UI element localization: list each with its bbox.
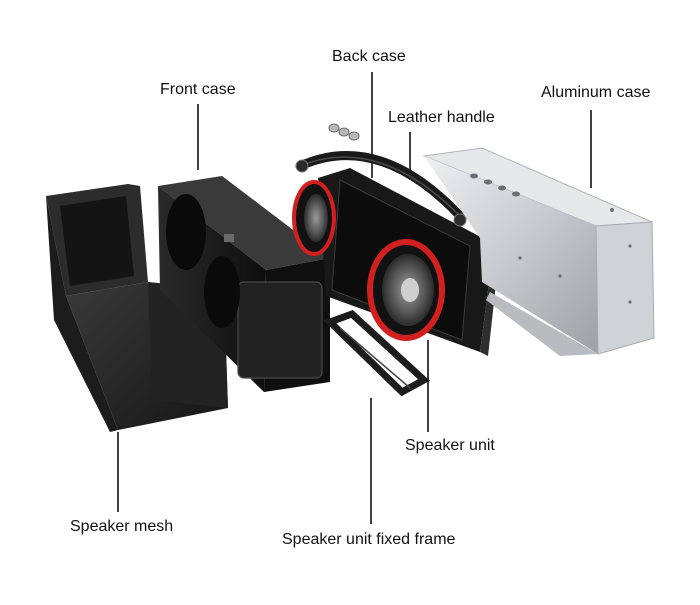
leader-lines <box>117 72 592 524</box>
label-leather-handle: Leather handle <box>388 109 495 126</box>
screws <box>328 123 360 141</box>
label-aluminum-case: Aluminum case <box>541 84 651 101</box>
front-case-part <box>158 176 330 392</box>
label-front-case: Front case <box>160 81 236 98</box>
label-back-case: Back case <box>332 48 406 65</box>
speaker-mesh-part <box>46 184 228 432</box>
label-speaker-unit-fixed-frame: Speaker unit fixed frame <box>282 531 456 548</box>
speaker-unit-part <box>292 180 445 341</box>
leather-handle-part <box>295 151 467 227</box>
label-speaker-unit: Speaker unit <box>405 437 495 454</box>
aluminum-case-part <box>422 147 655 356</box>
speaker-fixed-frame-part <box>323 309 430 397</box>
label-speaker-mesh: Speaker mesh <box>70 518 174 535</box>
